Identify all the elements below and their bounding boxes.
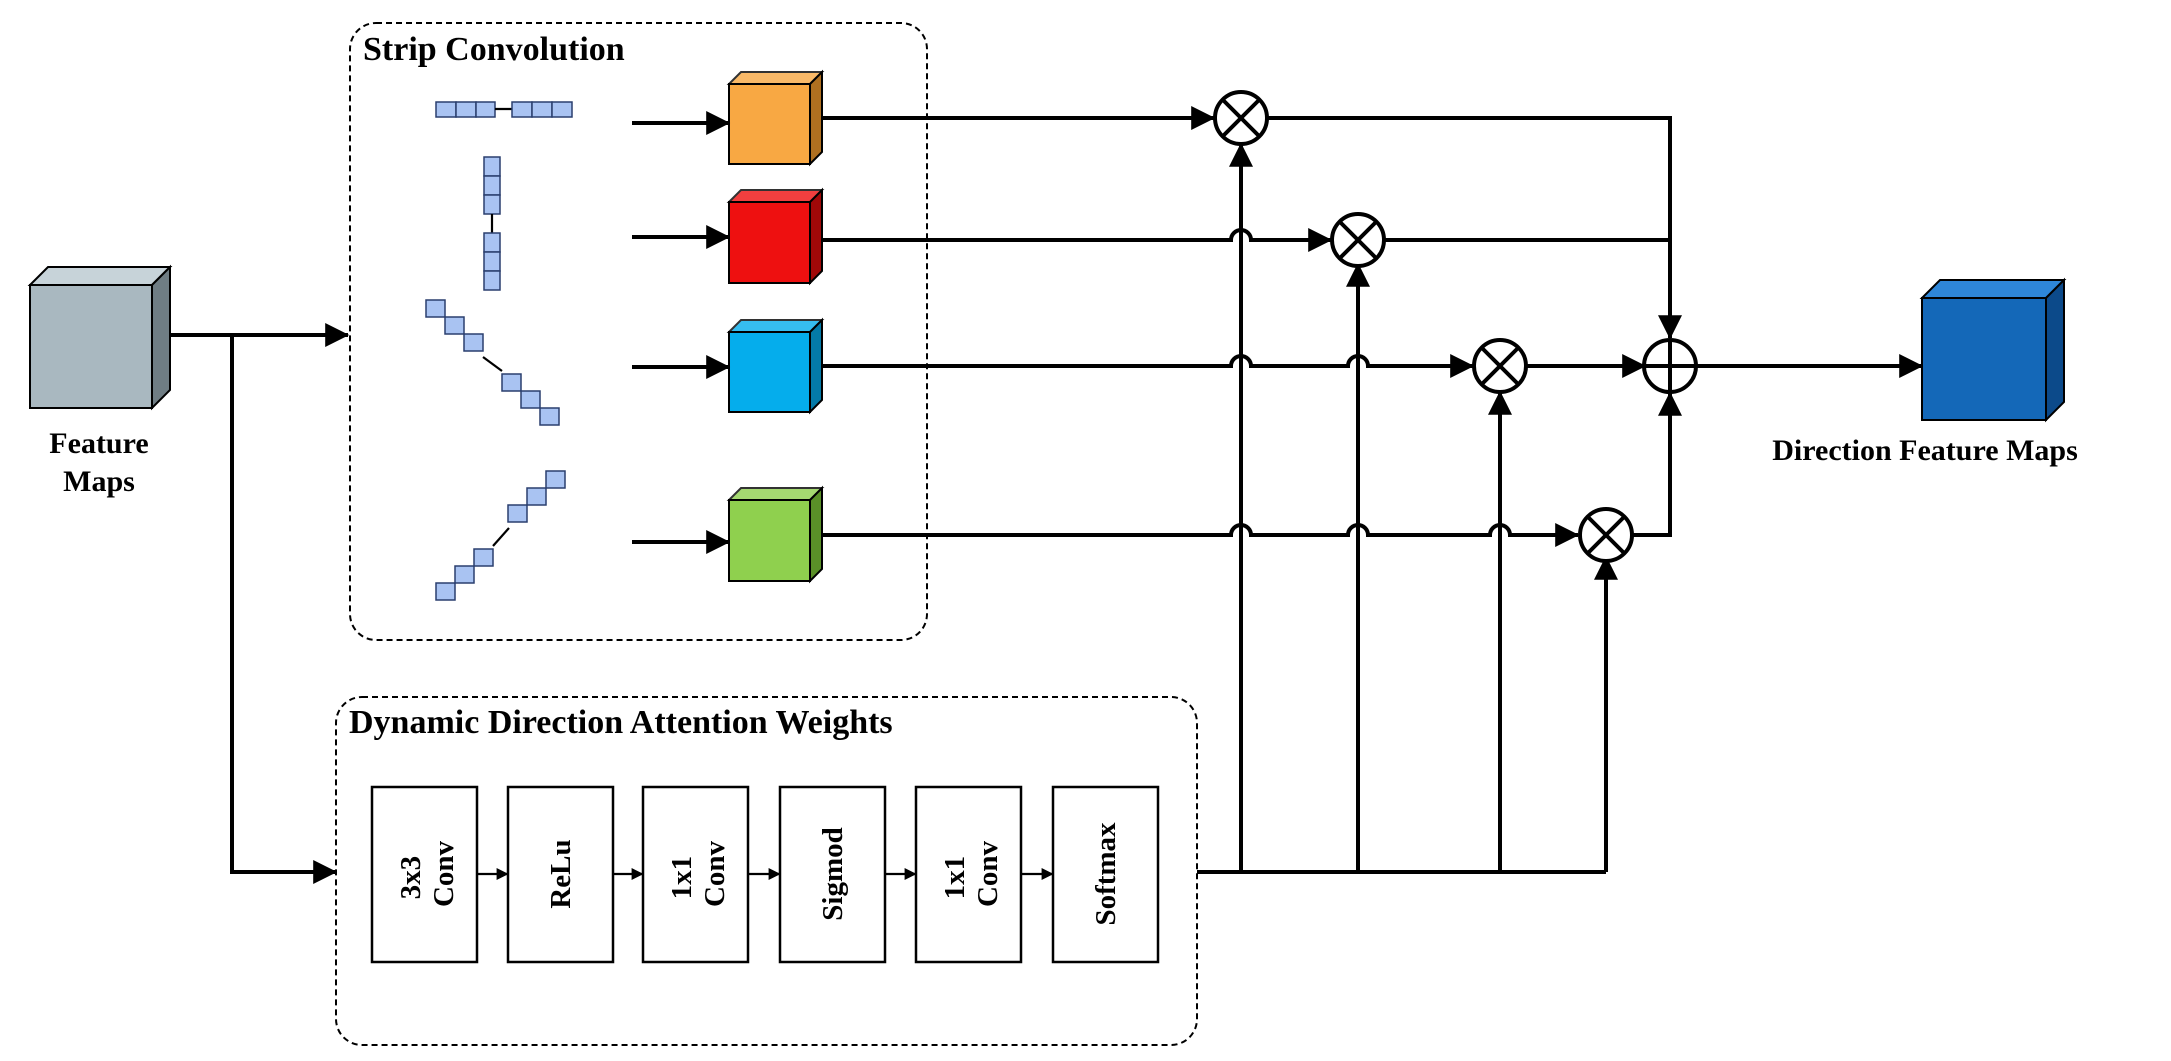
branch-cube-diagonal-down <box>726 317 825 415</box>
svg-text:1x1 Conv: 1x1 Conv <box>666 840 731 907</box>
diagonal-up-strip-kernel <box>435 470 566 601</box>
output-label: Direction Feature Maps <box>1772 434 2078 467</box>
attention-block-1x1-conv-b: 1x1 Conv <box>914 785 1023 964</box>
branch-cube-vertical <box>726 187 825 286</box>
attention-block-sigmod: Sigmod <box>778 785 887 964</box>
output-feature-map-cube <box>1919 277 2067 423</box>
diagonal-down-strip-kernel <box>425 299 560 426</box>
mult4-to-add-line <box>1633 391 1682 537</box>
branch-line-3 <box>822 354 1475 378</box>
attention-block-softmax: Softmax <box>1051 785 1160 964</box>
mult1-to-add-line <box>1268 116 1682 340</box>
attention-weights-title: Dynamic Direction Attention Weights <box>349 704 893 741</box>
attention-block-relu: ReLu <box>506 785 615 964</box>
input-label-line1: Feature <box>49 427 148 460</box>
svg-text:Softmax: Softmax <box>1090 822 1122 926</box>
svg-text:Sigmod: Sigmod <box>817 827 849 920</box>
svg-text:ReLu: ReLu <box>545 839 577 908</box>
input-to-attention-arrow <box>230 335 338 884</box>
multiply-node-1 <box>1213 90 1269 146</box>
branch-cube-horizontal <box>726 69 825 167</box>
attention-block-3x3-conv: 3x3 Conv <box>370 785 479 964</box>
multiply-node-3 <box>1472 338 1528 394</box>
add-node <box>1642 338 1698 394</box>
multiply-node-4 <box>1578 507 1634 563</box>
multiply-node-2 <box>1330 212 1386 268</box>
horizontal-strip-kernel <box>435 101 573 118</box>
vertical-strip-kernel <box>483 156 501 291</box>
input-label-line2: Maps <box>63 465 135 498</box>
input-feature-map-cube <box>27 264 173 411</box>
branch-line-2 <box>822 228 1333 252</box>
branch-cube-diagonal-up <box>726 485 825 584</box>
attention-block-1x1-conv-a: 1x1 Conv <box>641 785 750 964</box>
svg-text:1x1 Conv: 1x1 Conv <box>939 840 1004 907</box>
branch-line-4 <box>822 523 1580 547</box>
svg-text:3x3 Conv: 3x3 Conv <box>395 840 460 907</box>
strip-convolution-title: Strip Convolution <box>363 31 625 68</box>
strip-convolution-frame <box>349 22 928 641</box>
